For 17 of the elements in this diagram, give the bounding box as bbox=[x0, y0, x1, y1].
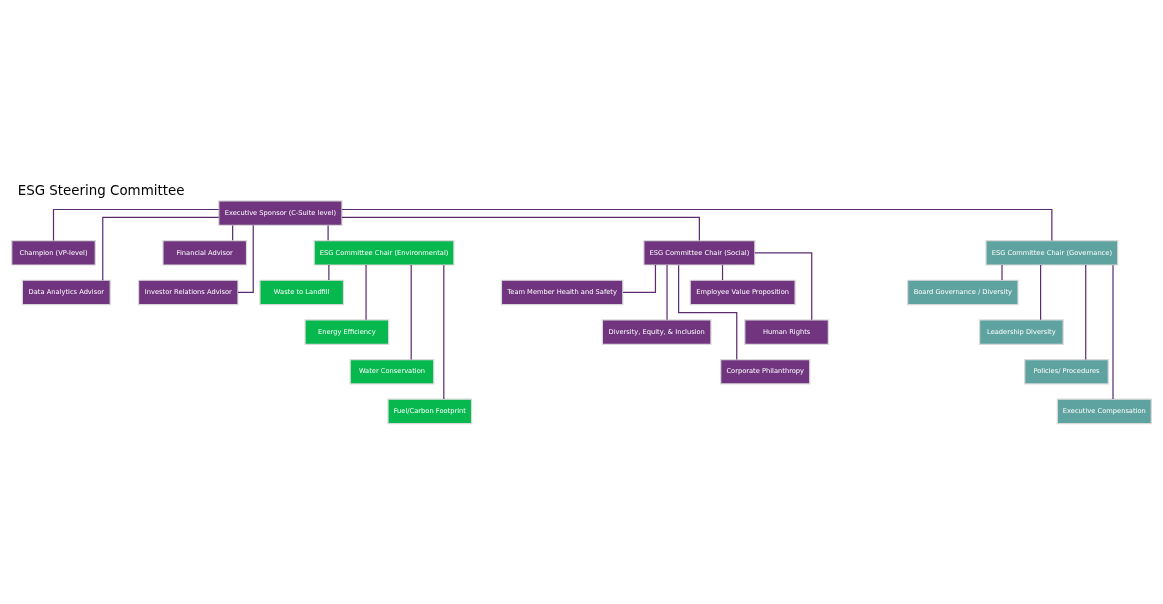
connector bbox=[328, 264, 330, 281]
connector bbox=[102, 216, 220, 281]
connector bbox=[1085, 263, 1087, 360]
connector bbox=[1039, 263, 1042, 320]
connector bbox=[1112, 264, 1114, 400]
connector bbox=[443, 264, 445, 400]
connector bbox=[410, 263, 412, 360]
connector bbox=[622, 264, 657, 293]
connector bbox=[341, 208, 1053, 241]
diagram-title: ESG Steering Committee bbox=[17, 182, 185, 198]
connector bbox=[327, 224, 329, 241]
connector bbox=[341, 216, 700, 241]
connector bbox=[666, 263, 668, 320]
connector bbox=[754, 251, 813, 320]
connector bbox=[365, 263, 367, 320]
connector bbox=[1001, 264, 1003, 281]
connector bbox=[52, 208, 220, 241]
